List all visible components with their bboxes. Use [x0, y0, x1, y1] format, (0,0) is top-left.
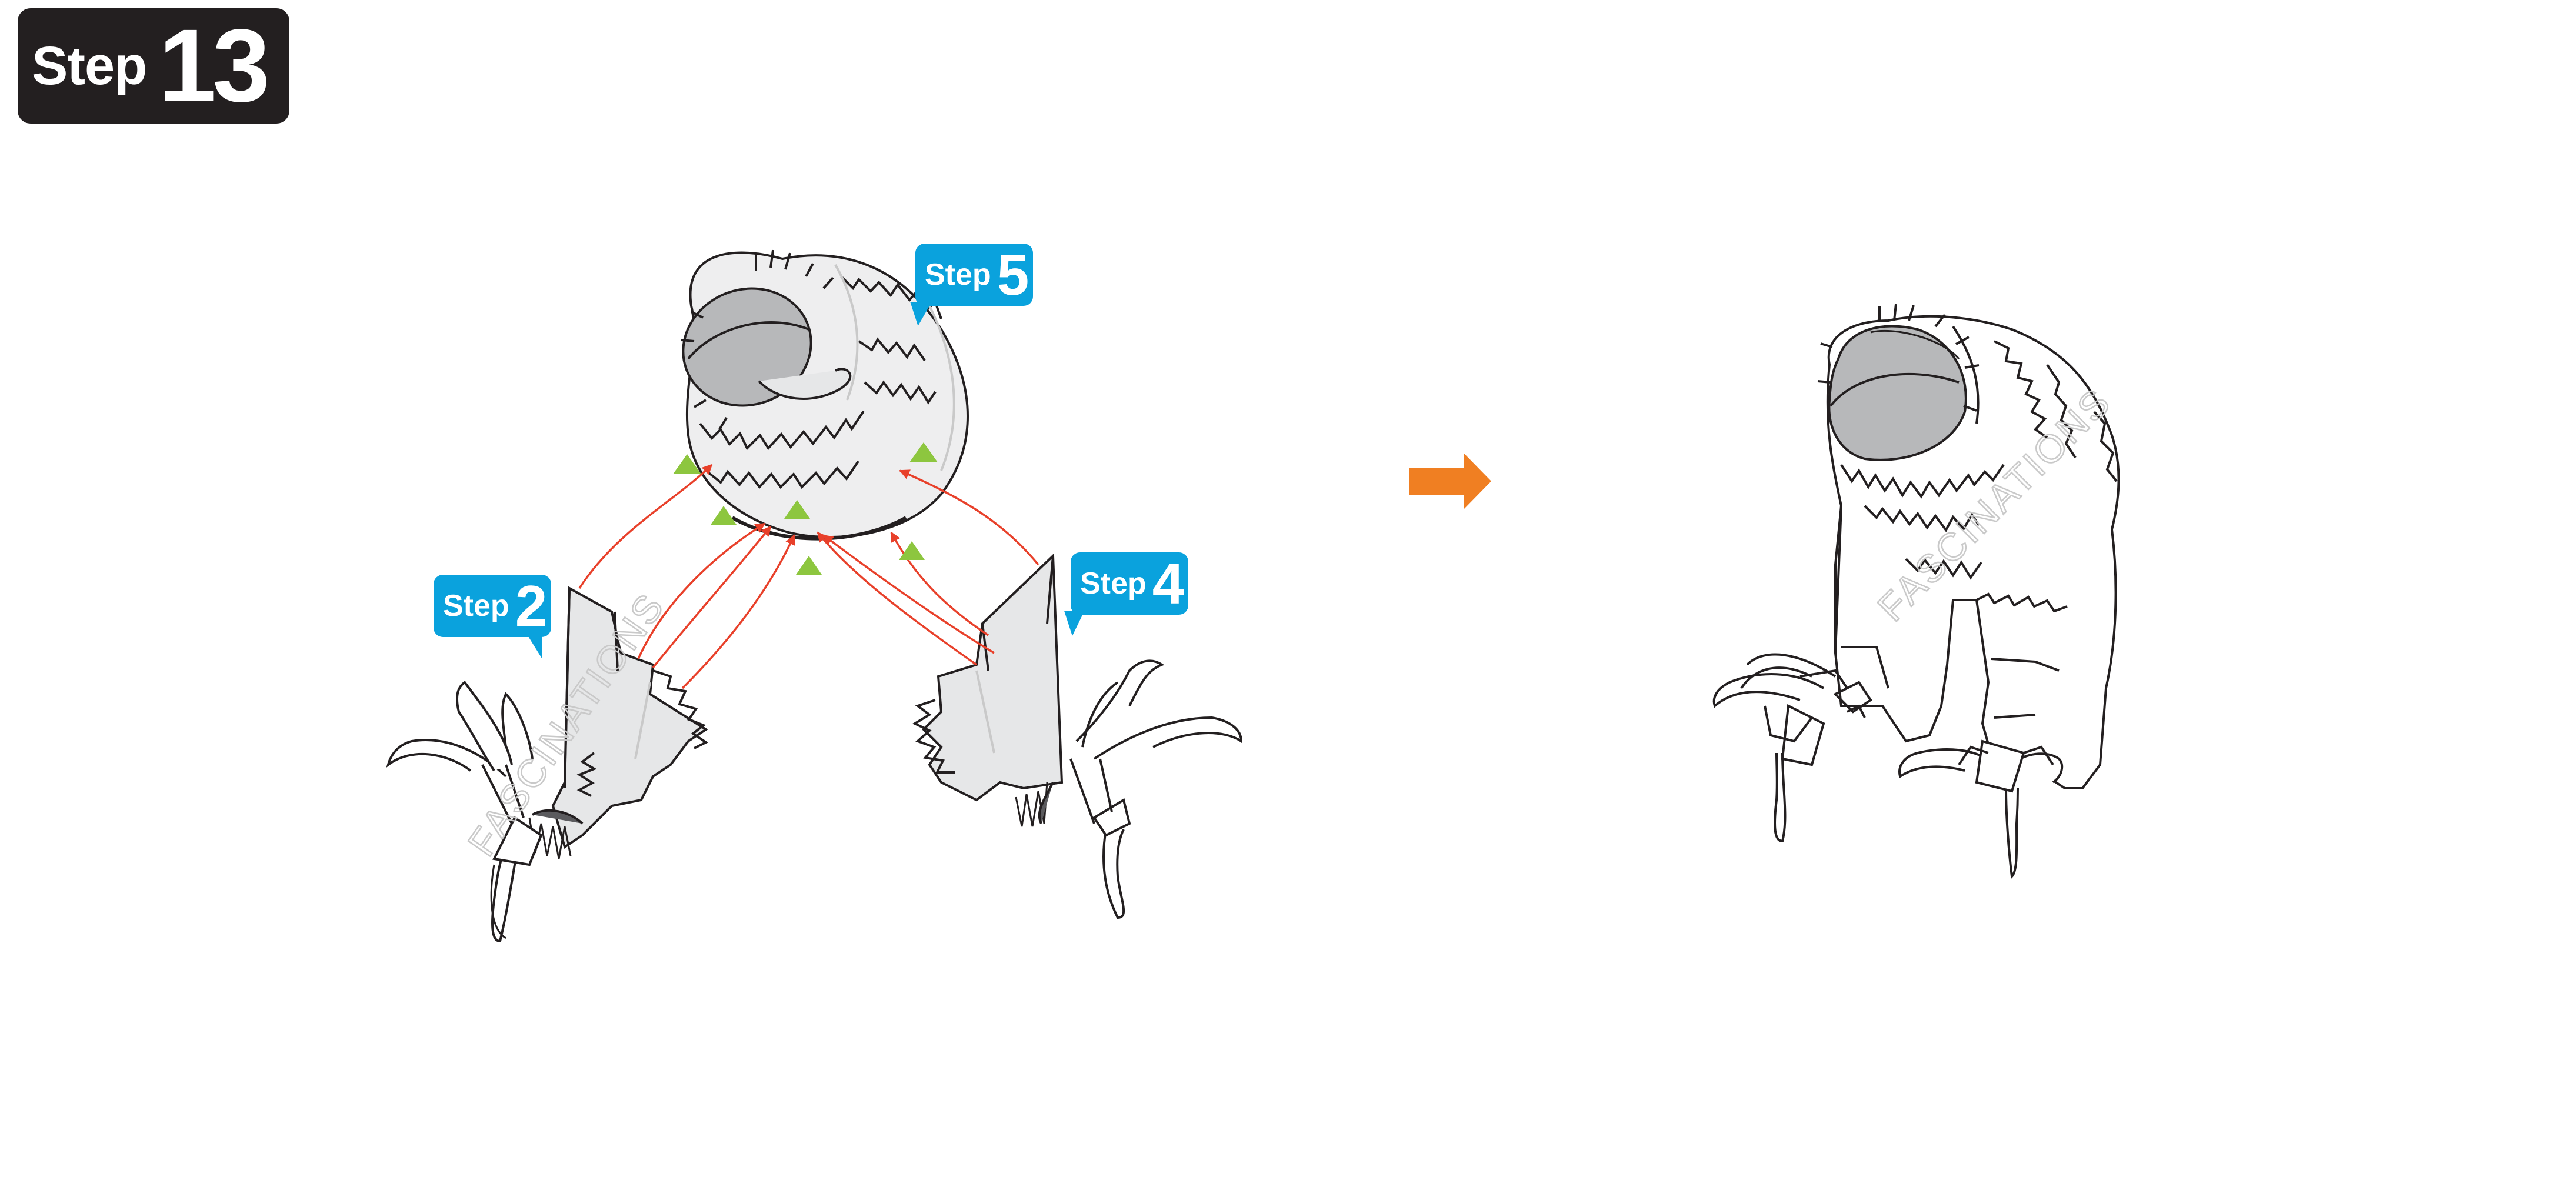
callout-word: Step — [443, 588, 509, 624]
step-5-callout: Step 5 — [915, 244, 1033, 306]
callout-word: Step — [1080, 566, 1147, 601]
green-triangle-marker — [711, 506, 737, 525]
callout-number: 2 — [515, 577, 548, 635]
callout-number: 5 — [997, 246, 1029, 304]
result-arrow-icon — [1409, 453, 1491, 509]
step-4-callout: Step 4 — [1071, 552, 1188, 615]
callout-number: 4 — [1152, 555, 1185, 612]
step-2-callout: Step 2 — [434, 575, 551, 637]
green-triangle-marker — [796, 556, 822, 575]
callout-word: Step — [925, 257, 991, 292]
